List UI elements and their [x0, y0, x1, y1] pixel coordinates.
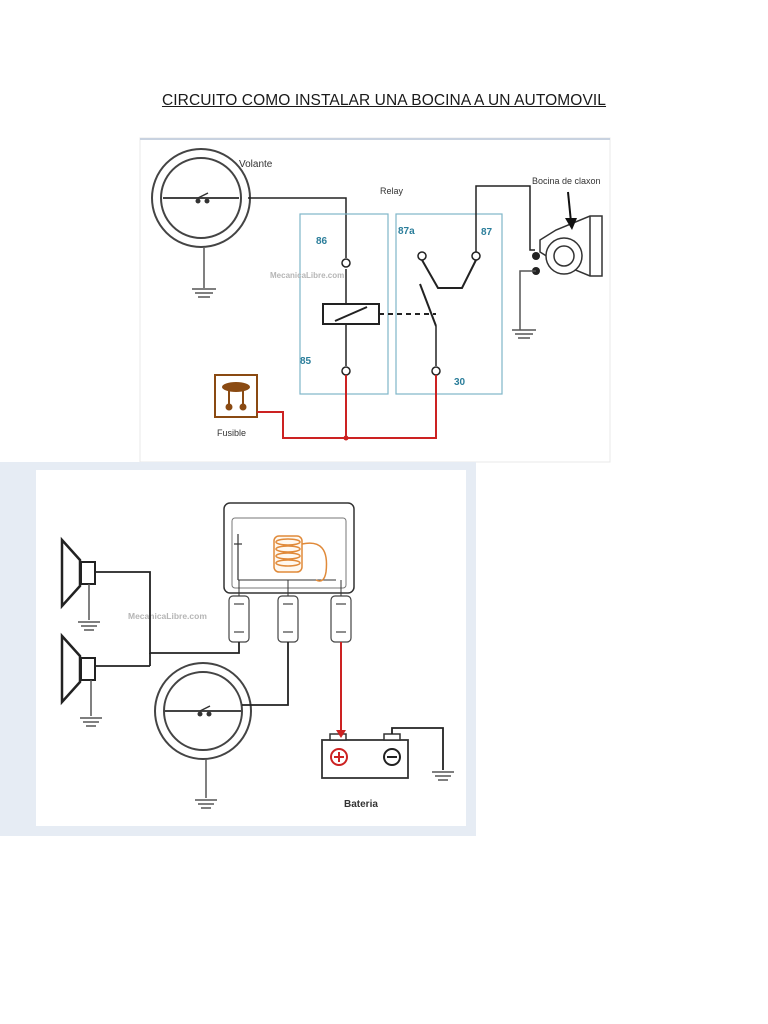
horn-icon — [532, 215, 603, 277]
watermark: MecanicaLibre.com — [128, 611, 207, 621]
ground-icon — [195, 759, 217, 809]
relay-pins — [228, 595, 352, 643]
ground-icon — [78, 584, 100, 631]
volante-label: Volante — [239, 159, 273, 170]
relay-horn-diagram: Volante Relay 86 85 87a 87 30 MecanicaLi… — [139, 137, 611, 463]
steering-wheel-icon — [151, 148, 251, 248]
ground-icon — [432, 771, 454, 781]
terminal-87a-label: 87a — [398, 226, 415, 237]
fusible-label: Fusible — [217, 428, 246, 438]
bateria-label: Bateria — [344, 799, 378, 810]
relay-coil-icon — [273, 535, 328, 582]
horn-speaker-icon — [60, 632, 96, 706]
ground-icon — [512, 270, 536, 339]
terminal-87-label: 87 — [481, 227, 493, 238]
dual-horn-battery-diagram: MecanicaLibre.com — [0, 462, 476, 836]
page-title: CIRCUITO COMO INSTALAR UNA BOCINA A UN A… — [161, 92, 607, 109]
relay-switch-box — [395, 213, 503, 395]
terminal-85-label: 85 — [300, 356, 312, 367]
watermark: MecanicaLibre.com — [270, 271, 344, 280]
fuse-icon — [214, 374, 258, 418]
relay-coil-box — [299, 213, 389, 395]
terminal-86-label: 86 — [316, 236, 328, 247]
horn-speaker-icon — [60, 536, 96, 610]
relay-label: Relay — [380, 186, 404, 196]
steering-wheel-icon — [154, 662, 252, 760]
battery-icon — [321, 733, 409, 779]
power-wire — [257, 375, 437, 439]
ground-icon — [80, 680, 102, 727]
terminal-30-label: 30 — [454, 377, 466, 388]
bocina-label: Bocina de claxon — [532, 176, 601, 186]
ground-icon — [192, 248, 216, 298]
